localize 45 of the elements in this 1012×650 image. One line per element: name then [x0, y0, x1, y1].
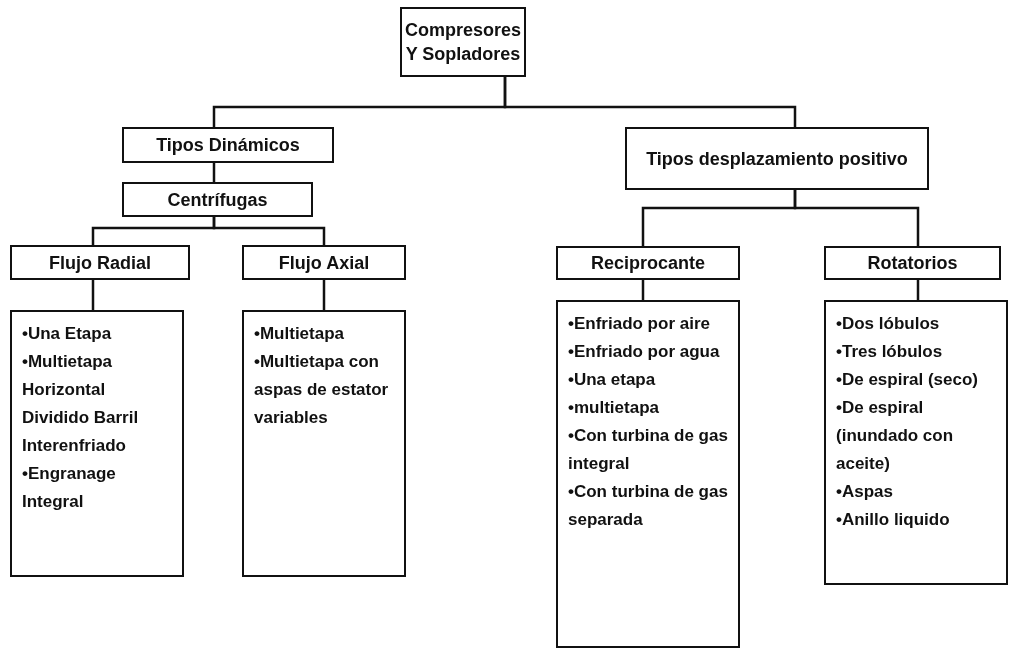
list-item: •Enfriado por aire [568, 313, 710, 335]
box-label: Flujo Axial [278, 251, 370, 275]
list-item: •Enfriado por agua [568, 341, 720, 363]
list-box [824, 300, 1008, 585]
list-item: •Multietapa con aspas de estator variables [254, 351, 390, 429]
list-item: •Una Etapa [22, 323, 112, 345]
list-item: •Con turbina de gas integral [568, 425, 729, 475]
connector-line [503, 77, 797, 127]
box-label: Tipos Dinámicos [156, 134, 300, 157]
connector-line [322, 280, 326, 310]
list-box [242, 310, 406, 577]
connector-line [793, 190, 920, 246]
connector-line [212, 217, 326, 245]
list-item: •De espiral (inundado con aceite) [836, 397, 955, 475]
list-item: •Aspas [836, 481, 893, 503]
category-box [824, 246, 1001, 280]
list-item: •Dos lóbulos [836, 313, 940, 335]
list-item: •Tres lóbulos [836, 341, 943, 363]
category-box [122, 127, 334, 163]
category-box [122, 182, 313, 217]
box-label: Rotatorios [867, 252, 958, 275]
list-item: •Engranage Integral [22, 463, 117, 513]
box-label: Reciprocante [590, 252, 705, 275]
connector-line [641, 280, 645, 300]
connector-line [916, 280, 920, 300]
list-item: •Una etapa [568, 369, 656, 391]
list-box [556, 300, 740, 648]
connector-line [212, 163, 216, 182]
category-box [10, 245, 190, 280]
list-item: •De espiral (seco) [836, 369, 978, 391]
box-label: Compresores Y Sopladores [405, 19, 522, 66]
list-item: •Con turbina de gas separada [568, 481, 729, 531]
list-item: •multietapa [568, 397, 659, 419]
list-item: •Anillo liquido [836, 509, 950, 531]
list-item: •Multietapa [254, 323, 344, 345]
box-label: Tipos desplazamiento positivo [646, 147, 908, 171]
list-box [10, 310, 184, 577]
category-box [400, 7, 526, 77]
list-item: •Multietapa Horizontal Dividido Barril Interenfriado [22, 351, 140, 457]
category-box [556, 246, 740, 280]
category-box [242, 245, 406, 280]
box-label: Centrífugas [167, 188, 268, 212]
category-box [625, 127, 929, 190]
box-label: Flujo Radial [49, 251, 151, 275]
connector-line [91, 280, 95, 310]
